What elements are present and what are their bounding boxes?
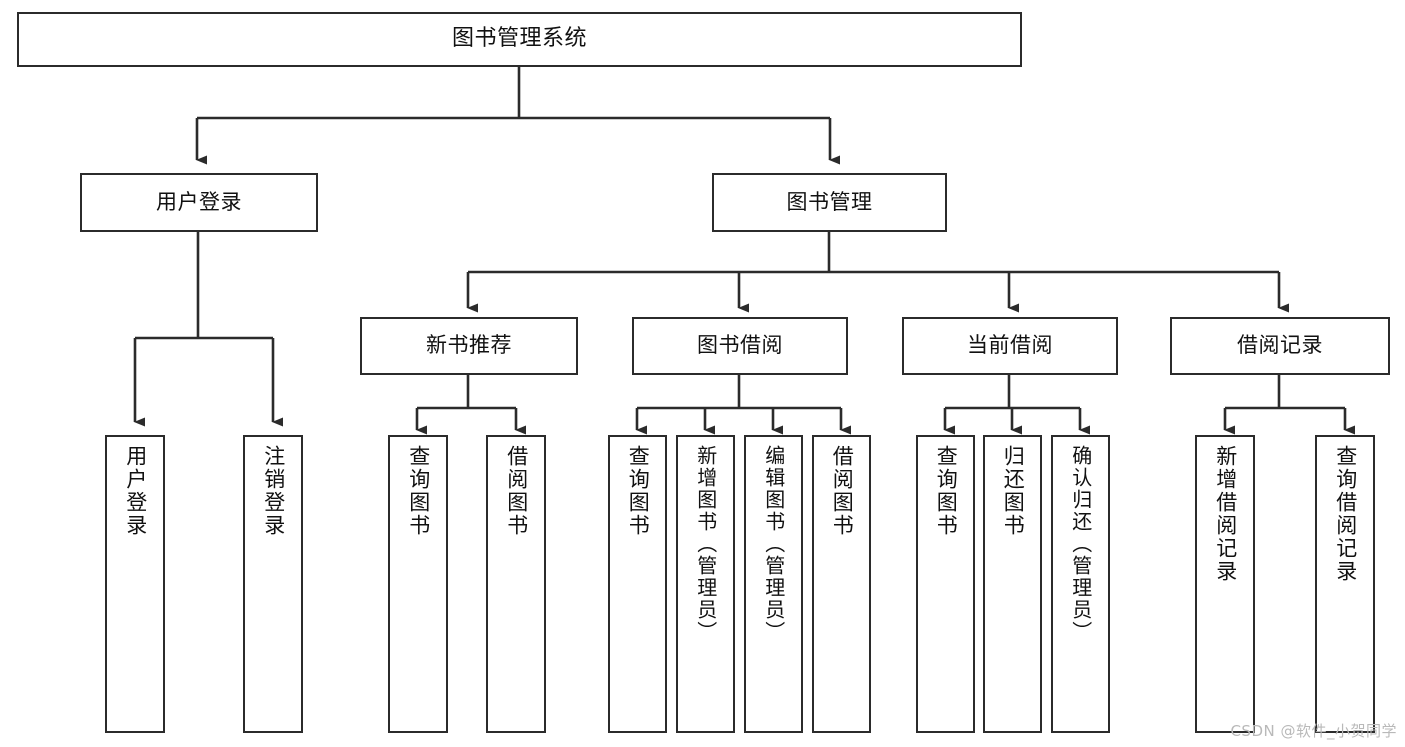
node-root[interactable]: 图书管理系统	[17, 12, 1022, 67]
leaf-current-query-book-label: 查询图书	[934, 445, 959, 537]
node-root-label: 图书管理系统	[451, 26, 587, 52]
leaf-borrow-book[interactable]: 借阅图书	[812, 435, 871, 733]
leaf-borrow-query-book-label: 查询图书	[626, 445, 651, 537]
leaf-confirm-return-admin-label: 确认归还（管理员）	[1068, 445, 1093, 643]
node-current-borrow-label: 当前借阅	[967, 333, 1053, 358]
leaf-new-book-borrow[interactable]: 借阅图书	[486, 435, 546, 733]
watermark: CSDN @软件_小贺同学	[1230, 722, 1397, 740]
leaf-query-borrow-record-label: 查询借阅记录	[1333, 445, 1358, 583]
leaf-user-login[interactable]: 用户登录	[105, 435, 165, 733]
leaf-add-book-admin[interactable]: 新增图书（管理员）	[676, 435, 735, 733]
node-new-book-recommend[interactable]: 新书推荐	[360, 317, 578, 375]
node-current-borrow[interactable]: 当前借阅	[902, 317, 1118, 375]
leaf-confirm-return-admin[interactable]: 确认归还（管理员）	[1051, 435, 1110, 733]
node-book-borrow-label: 图书借阅	[697, 333, 783, 358]
leaf-new-book-borrow-label: 借阅图书	[504, 445, 529, 537]
leaf-new-book-query-label: 查询图书	[406, 445, 431, 537]
node-book-borrow[interactable]: 图书借阅	[632, 317, 848, 375]
leaf-logout[interactable]: 注销登录	[243, 435, 303, 733]
node-user-login[interactable]: 用户登录	[80, 173, 318, 232]
leaf-edit-book-admin-label: 编辑图书（管理员）	[761, 445, 786, 643]
leaf-return-book[interactable]: 归还图书	[983, 435, 1042, 733]
leaf-user-login-label: 用户登录	[123, 445, 148, 537]
leaf-add-borrow-record[interactable]: 新增借阅记录	[1195, 435, 1255, 733]
leaf-borrow-query-book[interactable]: 查询图书	[608, 435, 667, 733]
node-book-management[interactable]: 图书管理	[712, 173, 947, 232]
node-book-management-label: 图书管理	[786, 189, 873, 214]
leaf-logout-label: 注销登录	[261, 445, 286, 537]
node-borrow-record[interactable]: 借阅记录	[1170, 317, 1390, 375]
node-new-book-recommend-label: 新书推荐	[426, 333, 512, 358]
leaf-query-borrow-record[interactable]: 查询借阅记录	[1315, 435, 1375, 733]
leaf-current-query-book[interactable]: 查询图书	[916, 435, 975, 733]
leaf-return-book-label: 归还图书	[1001, 445, 1026, 537]
node-user-login-label: 用户登录	[156, 189, 242, 214]
node-borrow-record-label: 借阅记录	[1237, 333, 1323, 358]
leaf-borrow-book-label: 借阅图书	[830, 445, 855, 537]
leaf-new-book-query[interactable]: 查询图书	[388, 435, 448, 733]
leaf-add-book-admin-label: 新增图书（管理员）	[693, 445, 718, 643]
leaf-add-borrow-record-label: 新增借阅记录	[1213, 445, 1238, 583]
leaf-edit-book-admin[interactable]: 编辑图书（管理员）	[744, 435, 803, 733]
